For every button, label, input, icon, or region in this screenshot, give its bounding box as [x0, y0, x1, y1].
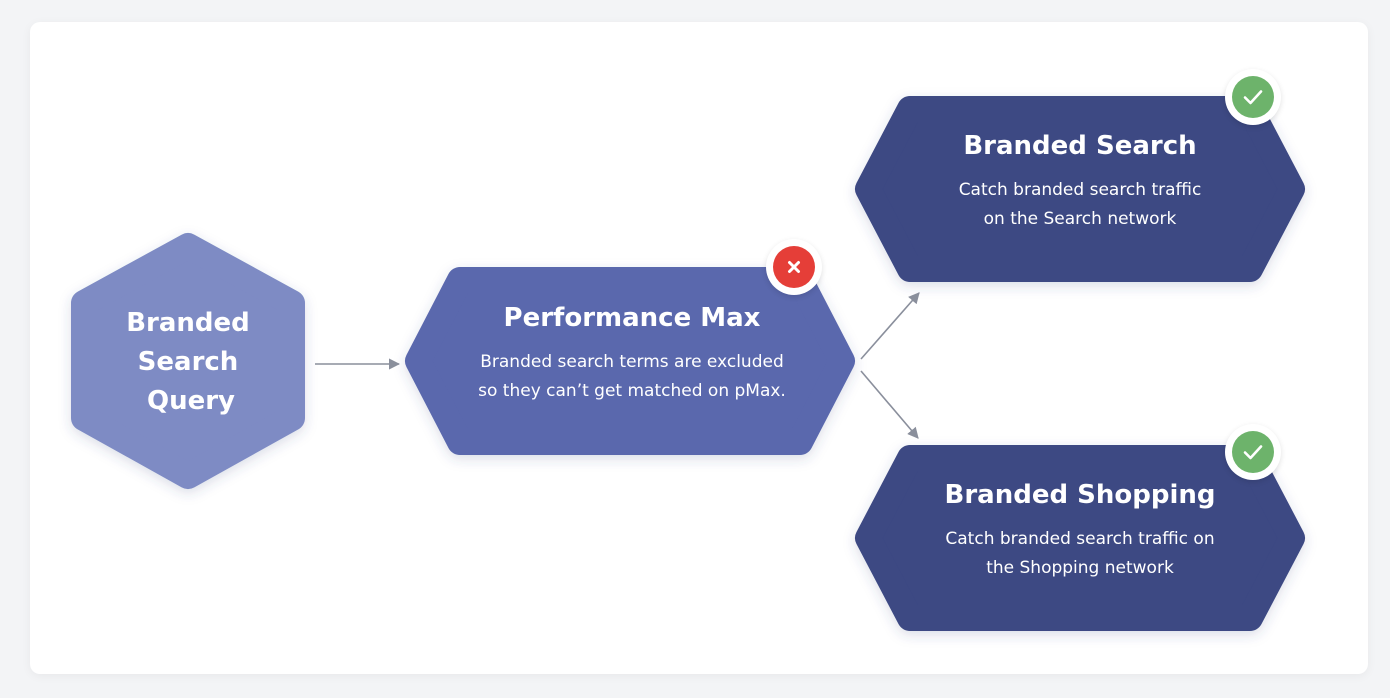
shopping-node-label: Branded Shopping Catch branded search tr…	[882, 479, 1278, 583]
search-description-line: on the Search network	[983, 209, 1177, 229]
arrow-pmax-to-search	[860, 292, 920, 360]
pmax-description-line: Branded search terms are excluded	[480, 352, 784, 372]
shopping-description: Catch branded search traffic on the Shop…	[882, 525, 1278, 583]
query-title-line: Search	[137, 347, 239, 377]
shopping-title: Branded Shopping	[944, 480, 1216, 510]
check-icon-circle	[1232, 431, 1274, 473]
close-icon	[788, 261, 800, 273]
check-icon	[1243, 445, 1263, 460]
search-description: Catch branded search traffic on the Sear…	[882, 176, 1278, 234]
search-status-badge	[1225, 69, 1281, 125]
query-title-line: Query	[146, 386, 236, 416]
check-icon	[1243, 90, 1263, 105]
shopping-description-line: Catch branded search traffic on	[945, 529, 1215, 549]
search-title: Branded Search	[963, 131, 1197, 161]
search-description-line: Catch branded search traffic	[958, 180, 1202, 200]
query-node-shape	[71, 233, 305, 489]
pmax-node-label: Performance Max Branded search terms are…	[432, 302, 832, 406]
shopping-description-line: the Shopping network	[986, 558, 1174, 578]
pmax-description-line: so they can’t get matched on pMax.	[478, 381, 786, 401]
check-icon-circle	[1232, 76, 1274, 118]
query-node-label: Branded Search Query	[98, 304, 278, 421]
pmax-title: Performance Max	[503, 303, 761, 333]
arrow-pmax-to-shopping	[860, 370, 919, 439]
pmax-status-badge	[766, 239, 822, 295]
search-node-label: Branded Search Catch branded search traf…	[882, 130, 1278, 234]
shopping-status-badge	[1225, 424, 1281, 480]
query-title-line: Branded	[126, 308, 250, 338]
pmax-description: Branded search terms are excluded so the…	[432, 348, 832, 406]
